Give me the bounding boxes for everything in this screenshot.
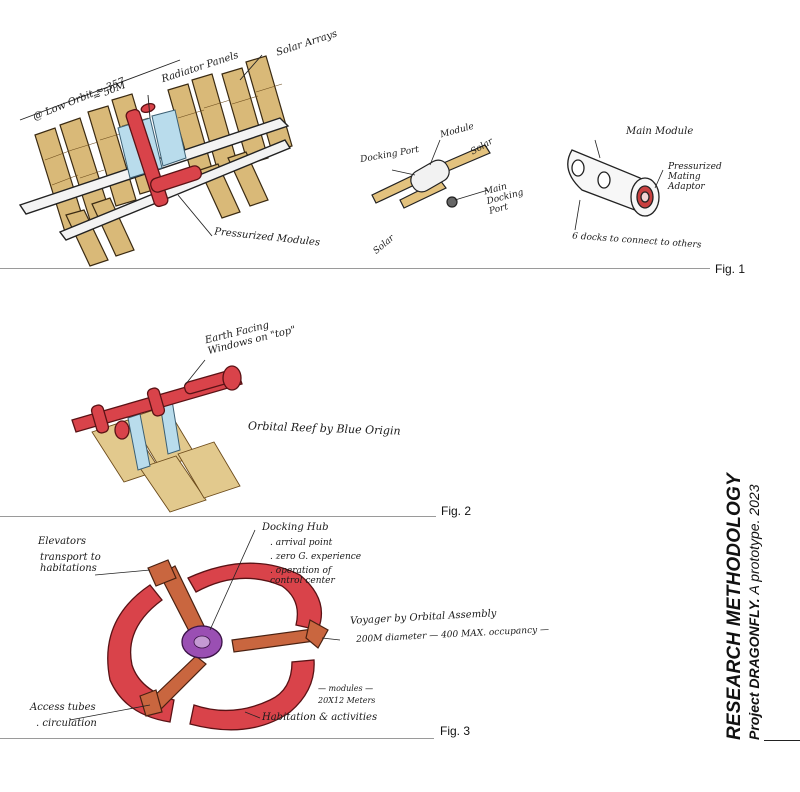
fig1-modules — [125, 102, 202, 208]
fig3-divider — [0, 738, 434, 739]
project-name: Project DRAGONFLY. — [746, 598, 762, 740]
side-title-rule — [764, 740, 800, 741]
fig1-divider — [0, 268, 710, 269]
fig3-label: Fig. 3 — [440, 724, 471, 738]
fig3-hub-line3: . operation of control center — [270, 566, 335, 586]
side-title-heading: RESEARCH METHODOLOGY — [724, 473, 745, 740]
fig3-modules-label: — modules — — [318, 684, 374, 693]
fig3-docking-hub-label: Docking Hub — [262, 522, 329, 533]
fig1-module-sketch — [371, 144, 491, 209]
fig3-elevators-label: Elevators — [38, 536, 86, 547]
fig1-main-module — [567, 149, 660, 217]
fig3-elevators-sub: transport to habitations — [40, 552, 101, 574]
fig3-access-label: Access tubes — [30, 702, 96, 713]
fig3-hub — [181, 625, 223, 659]
prototype-year: A prototype. 2023 — [746, 484, 762, 595]
fig3-circulation-label: . circulation — [36, 718, 97, 729]
fig1-label: Fig. 1 — [715, 262, 746, 276]
fig1-mating-adaptor-label: Pressurized Mating Adaptor — [668, 162, 722, 192]
fig1-main-module-label: Main Module — [626, 126, 694, 137]
fig2-truss — [71, 365, 243, 440]
side-title: RESEARCH METHODOLOGY Project DRAGONFLY. … — [724, 473, 762, 740]
fig2-label: Fig. 2 — [441, 504, 472, 518]
fig1-solar-arrays — [34, 55, 293, 267]
fig3-habitation-label: Habitation & activities — [262, 712, 378, 723]
fig2-divider — [0, 516, 436, 517]
fig3-hub-line2: . zero G. experience — [270, 552, 362, 562]
fig3-hub-line1: . arrival point — [270, 538, 333, 548]
side-title-subline: Project DRAGONFLY. A prototype. 2023 — [746, 473, 762, 741]
fig2-radiators — [127, 399, 181, 471]
fig3-ring — [107, 562, 322, 731]
fig3-modules-sub: 20X12 Meters — [318, 696, 376, 705]
fig3-access-tubes — [139, 559, 329, 717]
